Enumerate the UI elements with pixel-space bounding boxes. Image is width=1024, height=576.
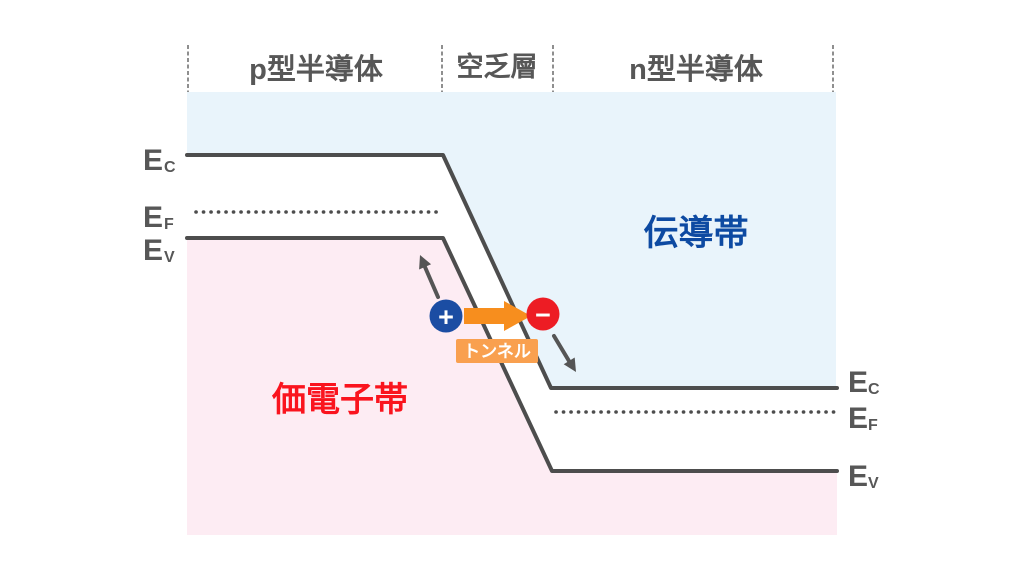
hole-motion-arrow <box>419 255 440 299</box>
electron-motion-arrow <box>552 334 576 372</box>
valence-band-label: 価電子帯 <box>271 381 408 419</box>
label-ec-right: E C <box>848 366 880 399</box>
label-ev-left: E V <box>143 234 175 267</box>
electron-particle: − <box>526 297 560 331</box>
svg-text:E: E <box>848 366 868 399</box>
label-ec-left: E C <box>143 144 176 177</box>
tunnel-label: トンネル <box>456 339 538 363</box>
svg-text:C: C <box>868 381 880 398</box>
svg-text:C: C <box>164 159 176 176</box>
n-region-label: n型半導体 <box>629 53 764 86</box>
electron-circle <box>526 297 560 331</box>
svg-text:F: F <box>164 216 174 233</box>
hole-particle: + <box>429 299 463 333</box>
conduction-band-label: 伝導帯 <box>643 214 748 253</box>
svg-text:V: V <box>164 249 175 266</box>
svg-text:V: V <box>868 475 879 492</box>
hole-circle <box>429 299 463 333</box>
svg-text:E: E <box>848 402 868 435</box>
minus-icon: − <box>535 300 551 330</box>
label-ef-right: E F <box>848 402 878 435</box>
label-ef-left: E F <box>143 201 174 234</box>
depletion-region-label: 空乏層 <box>457 51 538 82</box>
plus-icon: + <box>438 302 454 332</box>
svg-text:E: E <box>143 144 163 177</box>
label-ev-right: E V <box>848 460 879 493</box>
svg-text:E: E <box>143 234 163 267</box>
svg-text:E: E <box>848 460 868 493</box>
svg-text:F: F <box>868 417 878 434</box>
conduction-band-region <box>187 92 836 388</box>
svg-text:E: E <box>143 201 163 234</box>
tunnel-arrow <box>464 301 531 331</box>
p-region-label: p型半導体 <box>249 53 384 86</box>
tunnel-label-text: トンネル <box>463 342 531 361</box>
tunnel-label-box <box>456 339 538 363</box>
conduction-band-edge <box>185 153 839 390</box>
